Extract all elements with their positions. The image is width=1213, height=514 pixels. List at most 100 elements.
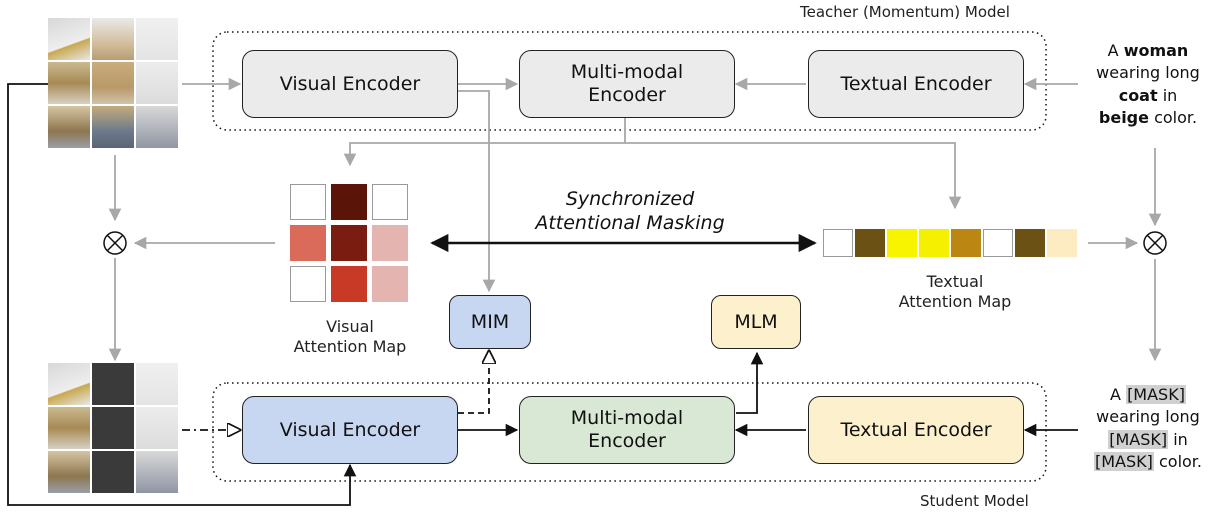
image-patch <box>92 62 134 104</box>
teacher-multimodal-encoder: Multi-modal Encoder <box>519 50 735 118</box>
keyword: beige <box>1098 108 1149 128</box>
teacher-frame <box>212 31 1047 131</box>
image-patch <box>136 106 178 148</box>
image-patch <box>48 407 90 449</box>
mlm-label: MLM <box>734 310 778 333</box>
visual-attention-cell <box>331 184 367 220</box>
image-patch <box>136 62 178 104</box>
visual-attention-cell <box>290 266 326 302</box>
textual-attention-cell <box>1015 229 1045 257</box>
caption-text: in <box>1168 429 1188 449</box>
teacher-textual-encoder: Textual Encoder <box>808 50 1024 118</box>
textual-attention-cell <box>887 229 917 257</box>
textual-attention-label-2: Attention Map <box>898 292 1012 311</box>
caption-masked-line: wearing long <box>1083 406 1213 428</box>
student-multimodal-label-1: Multi-modal <box>570 407 684 430</box>
student-visual-encoder-label: Visual Encoder <box>279 418 421 441</box>
visual-attention-map <box>290 184 410 304</box>
teacher-multimodal-label-2: Encoder <box>588 84 666 106</box>
arrow-teacher-ve-to-mim <box>458 90 496 293</box>
arrow-mm-to-mlm <box>736 351 764 414</box>
mlm-head: MLM <box>711 295 801 349</box>
input-image-masked <box>48 363 178 493</box>
student-multimodal-label-2: Encoder <box>588 430 666 452</box>
student-frame <box>212 382 1047 482</box>
visual-attention-cell <box>290 184 326 220</box>
caption-text: A <box>1110 385 1127 404</box>
caption-text: color. <box>1148 108 1198 128</box>
multiply-right <box>1143 231 1167 255</box>
mim-label: MIM <box>470 310 510 333</box>
image-patch <box>136 407 178 449</box>
image-patch <box>92 106 134 148</box>
image-patch <box>92 18 134 60</box>
caption-masked-line: [MASK] in <box>1083 429 1213 451</box>
caption-masked: A [MASK]wearing long[MASK] in[MASK] colo… <box>1083 384 1213 474</box>
teacher-textual-encoder-label: Textual Encoder <box>840 72 992 95</box>
visual-attention-cell <box>290 225 326 261</box>
caption-text: in <box>1157 85 1178 105</box>
sam-label-line-1: Synchronized <box>565 188 695 210</box>
textual-attention-cell <box>1047 229 1077 257</box>
mask-token: [MASK] <box>1126 385 1186 404</box>
keyword: coat <box>1118 85 1158 105</box>
masked-image-patch <box>92 407 134 449</box>
caption-text: wearing long <box>1096 63 1200 83</box>
caption-text: color. <box>1153 452 1202 472</box>
student-title: Student Model <box>920 492 1029 510</box>
image-patch <box>48 451 90 493</box>
mim-head: MIM <box>449 295 531 349</box>
image-patch <box>136 451 178 493</box>
keyword: woman <box>1123 41 1189 60</box>
masked-image-patch <box>92 451 134 493</box>
student-textual-encoder-label: Textual Encoder <box>840 418 992 441</box>
mask-token: [MASK] <box>1108 429 1169 449</box>
teacher-multimodal-label-1: Multi-modal <box>570 61 684 84</box>
visual-attention-label-1: Visual <box>326 317 374 336</box>
caption-original-line: coat in <box>1088 85 1208 107</box>
textual-attention-label: Textual Attention Map <box>875 272 1035 312</box>
visual-attention-cell <box>372 266 408 302</box>
visual-attention-label-2: Attention Map <box>293 337 407 356</box>
visual-attention-cell <box>331 266 367 302</box>
caption-original-line: beige color. <box>1088 107 1208 129</box>
arrow-student-ve-to-mim <box>458 351 489 414</box>
teacher-title: Teacher (Momentum) Model <box>800 3 1010 21</box>
student-multimodal-encoder: Multi-modal Encoder <box>519 396 735 464</box>
visual-attention-label: Visual Attention Map <box>270 317 430 357</box>
teacher-visual-encoder-label: Visual Encoder <box>279 72 421 95</box>
visual-attention-cell <box>331 225 367 261</box>
caption-original-line: A woman <box>1088 40 1208 62</box>
multiply-left <box>103 231 127 255</box>
textual-attention-cell <box>855 229 885 257</box>
arrow-mm-to-textual-attention <box>625 142 962 210</box>
image-patch <box>48 62 90 104</box>
teacher-visual-encoder: Visual Encoder <box>242 50 458 118</box>
image-patch <box>136 18 178 60</box>
image-patch <box>136 363 178 405</box>
mask-token: [MASK] <box>1094 452 1154 472</box>
student-visual-encoder: Visual Encoder <box>242 396 458 464</box>
arrow-original-image-to-student-ve <box>7 83 357 506</box>
student-textual-encoder: Textual Encoder <box>808 396 1024 464</box>
arrow-mm-to-visual-attention <box>343 117 626 167</box>
image-patch <box>48 18 90 60</box>
textual-attention-cell <box>951 229 981 257</box>
textual-attention-cell <box>983 229 1013 257</box>
caption-text: wearing long <box>1096 407 1200 427</box>
masked-image-patch <box>92 363 134 405</box>
visual-attention-cell <box>372 184 408 220</box>
sam-label: Synchronized Attentional Masking <box>500 188 760 236</box>
caption-masked-line: [MASK] color. <box>1083 451 1213 473</box>
sam-label-line-2: Attentional Masking <box>535 211 725 234</box>
input-image-original <box>48 18 178 148</box>
caption-text: A <box>1107 41 1124 60</box>
textual-attention-map <box>823 229 1077 257</box>
textual-attention-cell <box>919 229 949 257</box>
image-patch <box>48 363 90 405</box>
textual-attention-cell <box>823 229 853 257</box>
caption-masked-line: A [MASK] <box>1083 384 1213 406</box>
